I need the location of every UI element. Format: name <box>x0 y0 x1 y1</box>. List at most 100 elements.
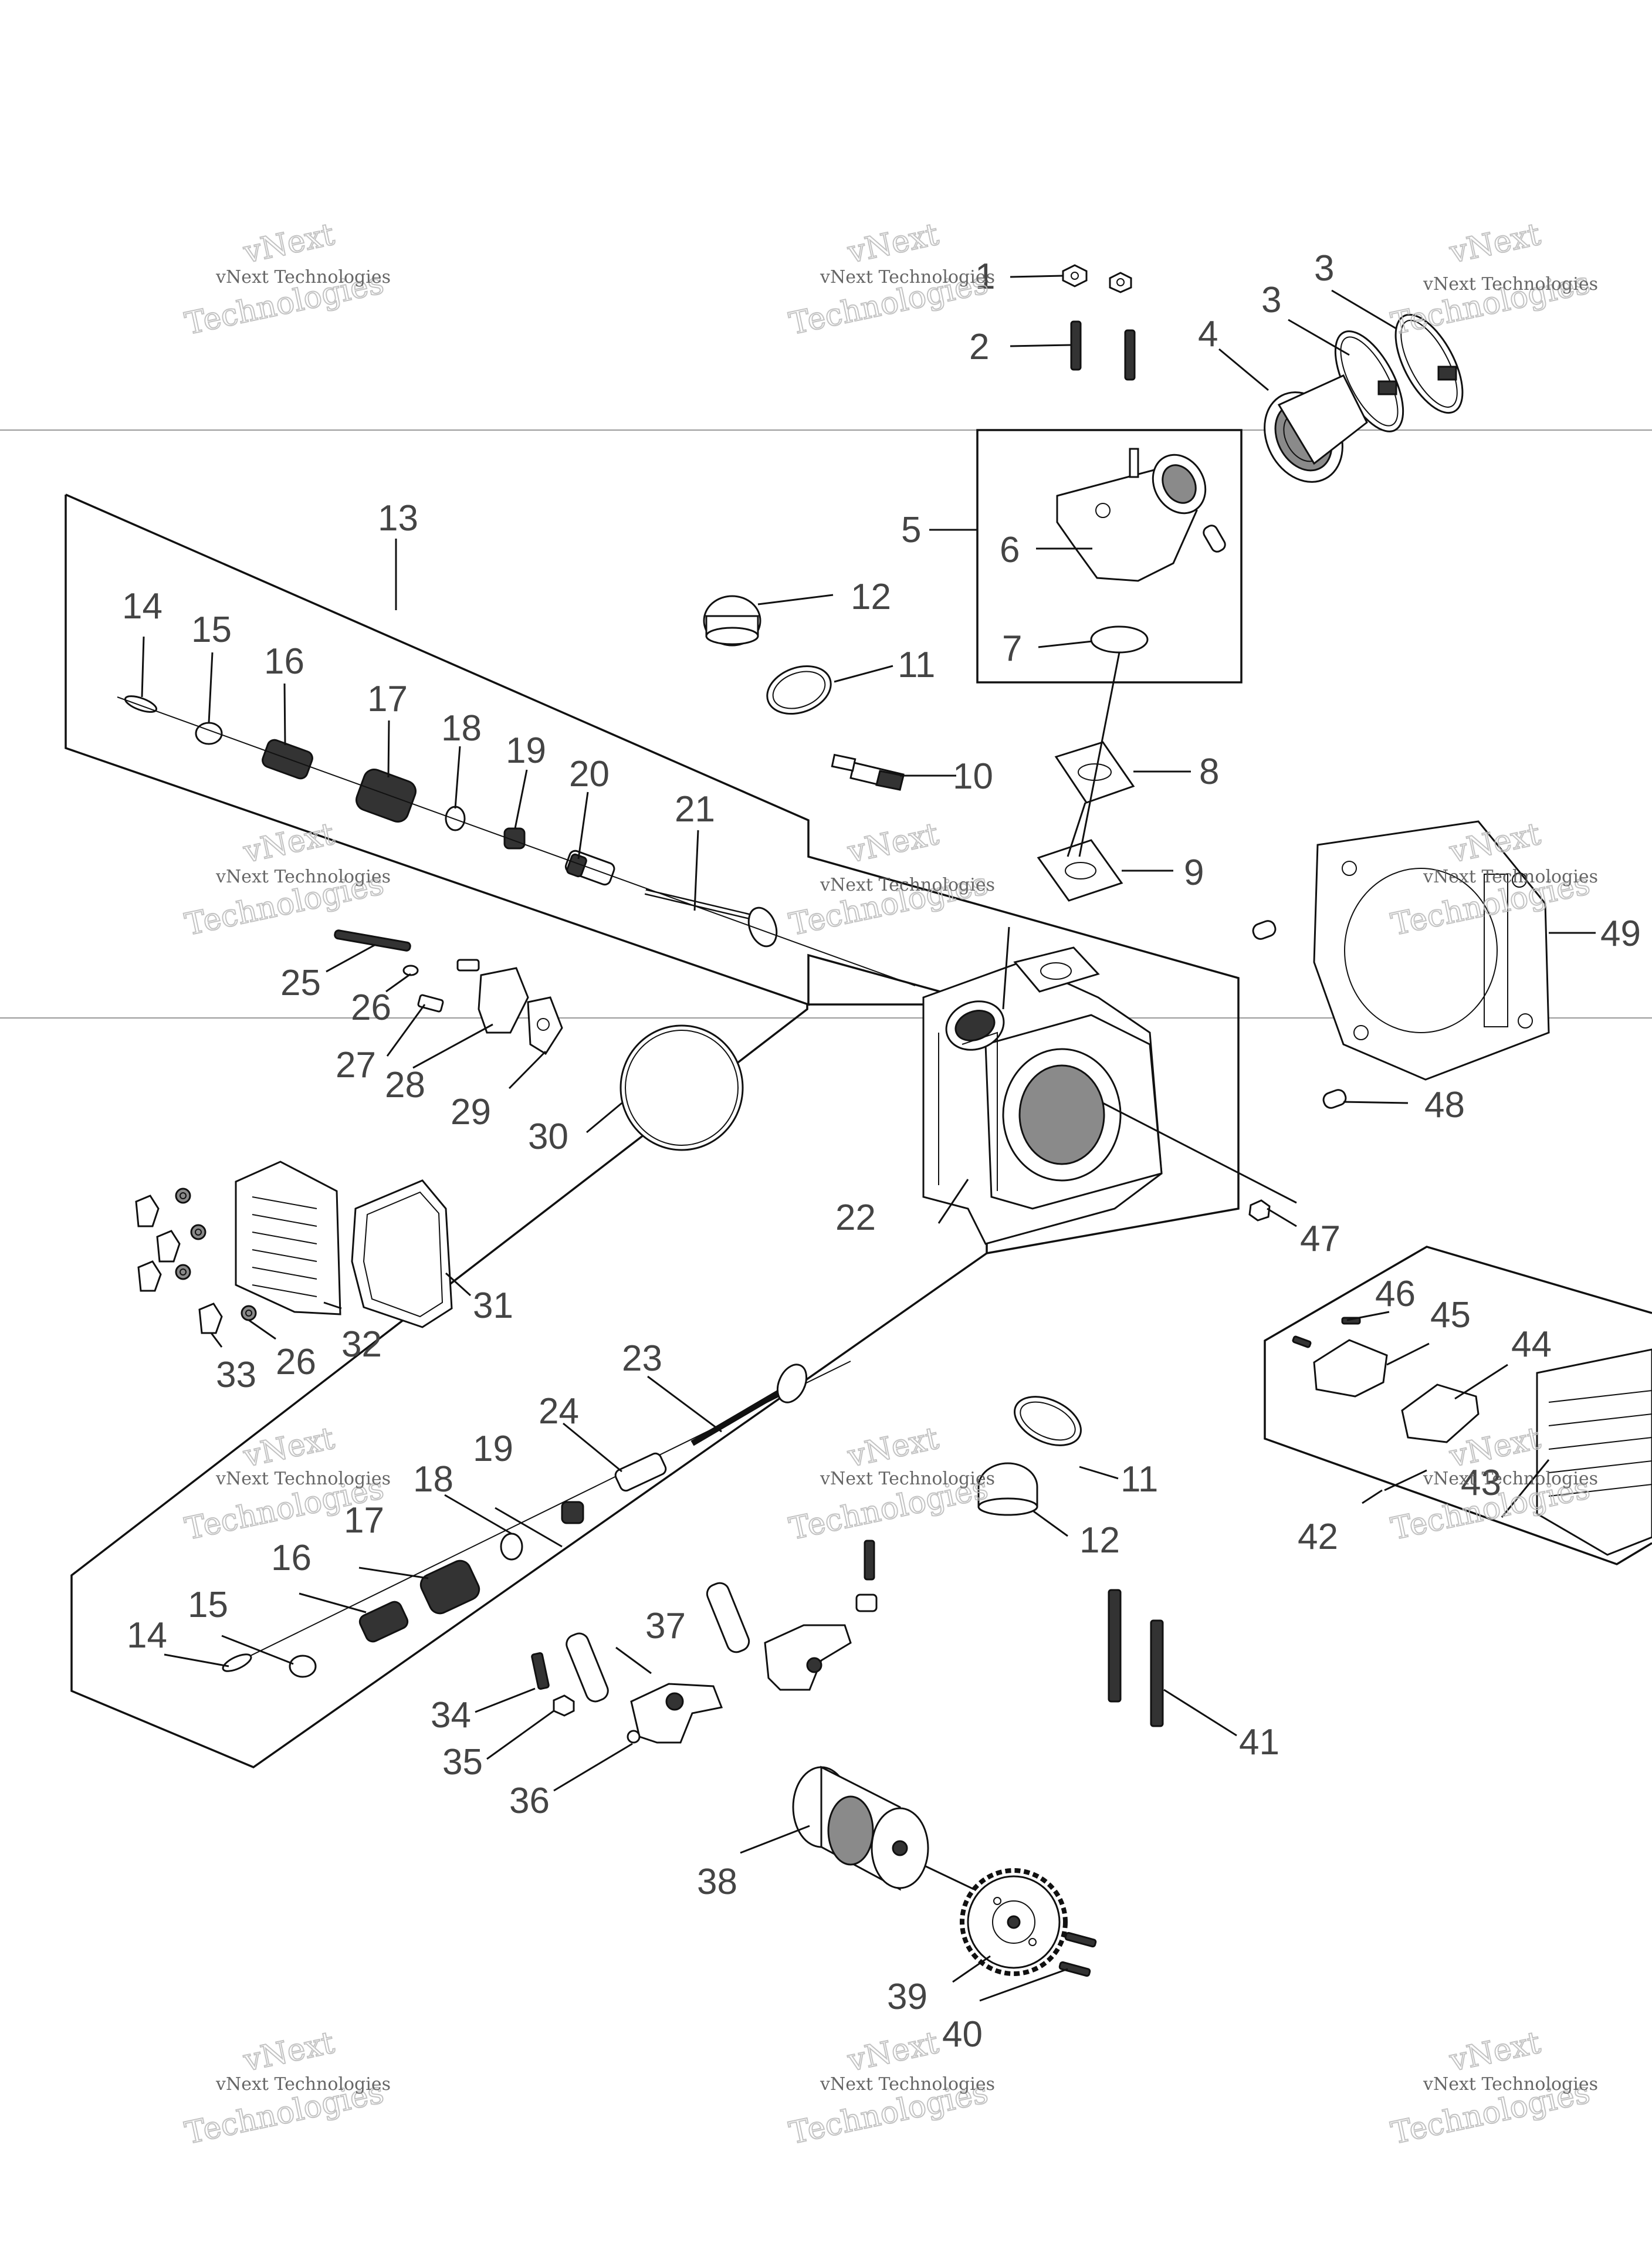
stud-part-2 <box>1070 320 1136 381</box>
gasket-part-9 <box>1037 839 1123 902</box>
svg-text:vNext Technologies: vNext Technologies <box>215 267 391 287</box>
callout-8: 8 <box>1199 752 1219 792</box>
callout-15: 15 <box>188 1585 228 1625</box>
cap-part-12 <box>703 595 761 647</box>
svg-text:vNext: vNext <box>844 217 942 270</box>
rocker-arm-parts <box>531 1540 878 1744</box>
watermark: vNext Technologies vNext Technologies <box>181 216 391 343</box>
o-ring-part-7 <box>1090 625 1149 654</box>
svg-text:vNext Technologies: vNext Technologies <box>1423 867 1598 887</box>
callout-16: 16 <box>271 1538 312 1578</box>
watermark: vNext Technologies vNext Technologies <box>786 1420 995 1548</box>
head-gasket-part-49 <box>1313 820 1550 1081</box>
watermark: vNext Technologies vNext Technologies <box>181 2025 391 2152</box>
callout-19: 19 <box>473 1429 513 1469</box>
upper-valve-train <box>117 695 916 986</box>
stud-part-41 <box>1108 1589 1164 1727</box>
callout-35: 35 <box>442 1742 483 1782</box>
o-ring-part-11 <box>766 665 832 715</box>
callout-1: 1 <box>975 256 995 297</box>
cap-nut-part-33 <box>135 1188 257 1334</box>
watermark: vNext Technologies vNext Technologies <box>1387 2025 1598 2152</box>
svg-text:vNext: vNext <box>844 2025 942 2079</box>
callout-25: 25 <box>280 963 321 1003</box>
callout-27: 27 <box>336 1045 376 1085</box>
watermark: vNext Technologies vNext Technologies <box>181 816 391 943</box>
callout-31: 31 <box>473 1286 513 1326</box>
callout-28: 28 <box>385 1065 425 1105</box>
lower-group-box <box>70 1004 988 1768</box>
callout-30: 30 <box>528 1117 568 1157</box>
o-ring-part-11-lower <box>1014 1396 1082 1446</box>
svg-text:vNext Technologies: vNext Technologies <box>820 2074 995 2095</box>
callout-12: 12 <box>851 577 891 617</box>
svg-text:vNext: vNext <box>240 2025 337 2079</box>
throttle-body-part-6 <box>1056 448 1226 582</box>
callout-36: 36 <box>509 1781 550 1821</box>
callout-19: 19 <box>506 730 546 771</box>
watermark: vNext Technologies vNext Technologies <box>786 816 995 943</box>
callout-45: 45 <box>1430 1295 1471 1335</box>
callout-44: 44 <box>1511 1324 1552 1365</box>
leader-lines <box>141 275 1596 2002</box>
callout-26: 26 <box>276 1342 316 1382</box>
callout-3: 3 <box>1261 280 1281 320</box>
callout-41: 41 <box>1239 1722 1279 1763</box>
valve-cover-part-43 <box>1536 1348 1652 1556</box>
group-box-42 <box>1264 1246 1652 1565</box>
svg-text:vNext Technologies: vNext Technologies <box>820 1469 995 1489</box>
callout-7: 7 <box>1002 628 1022 669</box>
svg-text:vNext Technologies: vNext Technologies <box>820 267 995 287</box>
callout-5: 5 <box>901 510 921 550</box>
callout-17: 17 <box>344 1500 384 1541</box>
svg-text:vNext Technologies: vNext Technologies <box>215 867 391 887</box>
svg-text:vNext Technologies: vNext Technologies <box>215 1469 391 1489</box>
callout-4: 4 <box>1198 314 1218 354</box>
callout-16: 16 <box>264 641 304 682</box>
callout-21: 21 <box>675 789 715 830</box>
plate-part-45 <box>1313 1339 1388 1398</box>
callout-49: 49 <box>1600 914 1641 954</box>
svg-text:vNext: vNext <box>240 1421 337 1474</box>
svg-text:vNext Technologies: vNext Technologies <box>215 2074 391 2095</box>
callout-33: 33 <box>216 1355 256 1395</box>
callout-47: 47 <box>1300 1219 1340 1259</box>
spark-plug-part-10 <box>831 753 905 791</box>
callout-10: 10 <box>953 756 993 797</box>
callout-6: 6 <box>1000 530 1020 570</box>
callout-29: 29 <box>451 1092 491 1132</box>
callout-labels: 1 2 3 3 4 5 6 7 8 9 10 11 12 13 14 15 16… <box>122 248 1641 2055</box>
svg-text:vNext: vNext <box>1446 2025 1543 2079</box>
sprocket-part-39 <box>960 1868 1068 1976</box>
callout-14: 14 <box>127 1615 167 1656</box>
cylinder-head-part-22 <box>922 946 1163 1245</box>
intake-boot-part-4 <box>1264 374 1368 483</box>
watermark: vNext Technologies vNext Technologies <box>786 216 995 343</box>
bolt-part-40 <box>1058 1931 1097 1977</box>
lower-valve-train <box>222 1361 851 1678</box>
o-ring-part-30 <box>620 1024 744 1151</box>
cap-part-12-lower <box>977 1462 1038 1516</box>
bolt-part-47 <box>1248 1199 1271 1222</box>
callout-32: 32 <box>341 1324 382 1365</box>
camshaft-part-38 <box>792 1765 929 1891</box>
svg-text:vNext Technologies: vNext Technologies <box>1423 1469 1598 1489</box>
callout-17: 17 <box>367 679 408 719</box>
callout-15: 15 <box>191 610 232 650</box>
insulator-part-8 <box>1054 741 1135 804</box>
gasket-part-44 <box>1401 1383 1480 1443</box>
svg-text:vNext: vNext <box>1446 217 1543 270</box>
callout-20: 20 <box>569 754 610 794</box>
callout-42: 42 <box>1298 1517 1338 1557</box>
callout-3: 3 <box>1314 248 1334 289</box>
callout-34: 34 <box>431 1695 471 1736</box>
callout-24: 24 <box>539 1391 579 1432</box>
side-cover-part-32 <box>235 1161 341 1315</box>
callout-37: 37 <box>645 1606 686 1646</box>
callout-11: 11 <box>898 645 935 685</box>
svg-text:vNext Technologies: vNext Technologies <box>820 875 995 895</box>
callout-26: 26 <box>351 987 391 1028</box>
callout-14: 14 <box>122 586 163 627</box>
callout-9: 9 <box>1184 853 1204 893</box>
